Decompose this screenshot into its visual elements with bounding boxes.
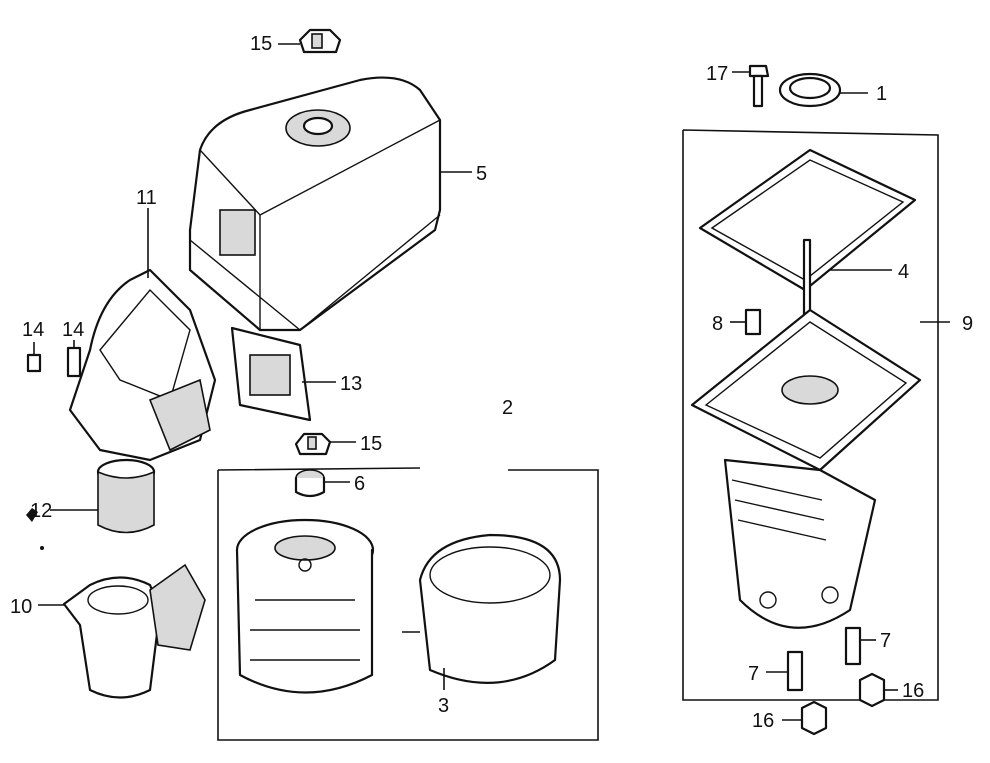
part-12-screen	[26, 458, 156, 550]
callout-7-left: 7	[748, 663, 759, 685]
callout-6: 6	[354, 473, 365, 495]
part-7-pin-right	[844, 626, 876, 666]
part-16-nut-left	[782, 700, 828, 736]
callout-15-top: 15	[250, 33, 272, 55]
callout-17: 17	[706, 63, 728, 85]
callout-8: 8	[712, 313, 723, 335]
callout-9: 9	[962, 313, 973, 335]
part-6-grommet	[294, 469, 350, 498]
callout-14-right: 14	[62, 319, 84, 341]
callout-16-right: 16	[902, 680, 924, 702]
part-11-duct	[68, 208, 217, 462]
kit-bracket-9	[682, 129, 939, 701]
part-7-pin-left	[766, 650, 804, 692]
callout-13: 13	[340, 373, 362, 395]
callout-12: 12	[30, 500, 52, 522]
callout-14-left: 14	[22, 319, 44, 341]
callout-5: 5	[476, 163, 487, 185]
part-5-cover	[188, 76, 472, 332]
part-15-clip-lower	[294, 432, 356, 456]
callout-2: 2	[502, 397, 513, 419]
part-13-gasket	[230, 326, 336, 422]
part-14-screw-right	[66, 340, 82, 378]
callout-3: 3	[438, 695, 449, 717]
callout-11: 11	[136, 187, 157, 209]
part-1-seal	[778, 72, 868, 108]
kit-bracket-2	[217, 467, 599, 741]
callout-1: 1	[876, 83, 887, 105]
part-14-screw-left	[26, 342, 42, 373]
part-9-case	[690, 308, 950, 629]
part-17-bolt	[732, 64, 770, 108]
callout-15-lower: 15	[360, 433, 382, 455]
callout-7-right: 7	[880, 630, 891, 652]
part-2-filter-element	[235, 518, 375, 694]
part-10-elbow	[38, 563, 206, 699]
callout-4: 4	[898, 261, 909, 283]
part-3-foam	[402, 533, 562, 690]
callout-16-left: 16	[752, 710, 774, 732]
part-8-pin	[730, 308, 762, 336]
callout-10: 10	[10, 596, 32, 618]
part-15-clip-top	[278, 28, 342, 54]
part-16-nut-right	[858, 672, 898, 708]
